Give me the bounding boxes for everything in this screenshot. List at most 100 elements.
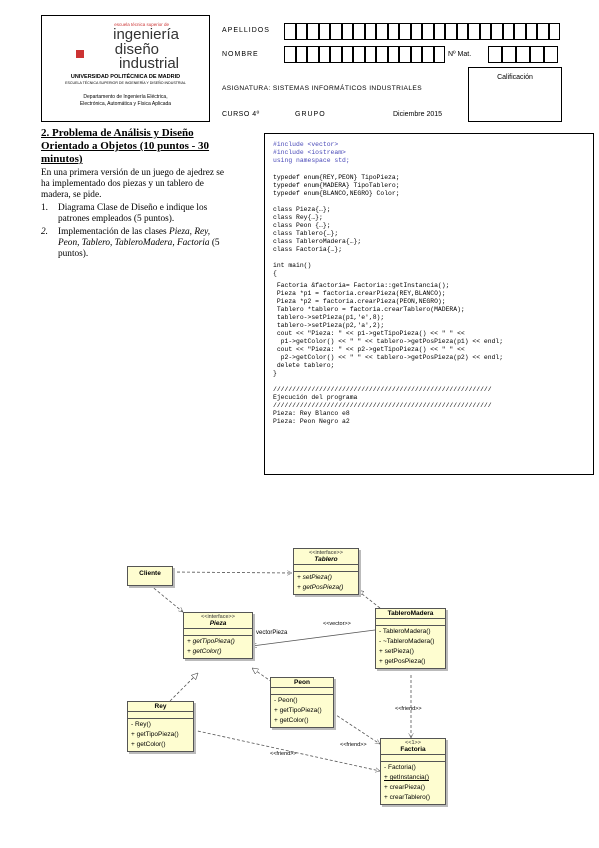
factoria-op: + crearTablero() (384, 794, 431, 801)
curso: CURSO 4º (222, 111, 260, 118)
school-name: ESCUELA TÉCNICA SUPERIOR DE INGENIERÍA Y… (65, 81, 186, 85)
code-line: Tablero *tablero = factoria.crearTablero… (273, 306, 465, 313)
pieza-stereotype: <<interface>> (201, 614, 235, 620)
university-name: UNIVERSIDAD POLITÉCNICA DE MADRID (70, 74, 181, 80)
calificacion-box[interactable]: Calificación (468, 67, 562, 122)
code-line: class Rey{…}; (273, 214, 323, 221)
char-box[interactable] (410, 46, 422, 63)
item-2-number: 2. (41, 227, 48, 237)
char-box[interactable] (387, 23, 399, 40)
char-box[interactable] (376, 23, 388, 40)
char-box[interactable] (422, 46, 434, 63)
problem-title-line-1: 2. Problema de Análisis y Diseño (41, 127, 194, 139)
char-box[interactable] (502, 23, 514, 40)
char-box[interactable] (318, 46, 330, 63)
code-line: #include <vector> (273, 141, 339, 148)
char-box[interactable] (516, 46, 530, 63)
item-2-line-2: Peon, Tablero, TableroMadera, Factoria (58, 238, 210, 248)
char-box[interactable] (284, 46, 296, 63)
tablero-op: + setPieza() (297, 574, 332, 581)
code-line: tablero->setPieza(p2,'a',2); (273, 322, 385, 329)
dep-cliente-tablero (171, 572, 292, 573)
code-line: p2->getColor() << " " << tablero->getPos… (273, 354, 504, 361)
dep-cliente-pieza (149, 584, 183, 612)
char-box[interactable] (468, 23, 480, 40)
uml-class-tablero: <<interface>> Tablero + setPieza() + get… (293, 548, 359, 595)
char-box[interactable] (330, 46, 342, 63)
tm-op: + setPieza() (379, 648, 414, 655)
char-box[interactable] (491, 23, 503, 40)
intro-line-1: En una primera versión de un juego de aj… (41, 168, 225, 178)
nombre-boxes[interactable] (284, 46, 445, 63)
item-2-line-1a: Implementación de las clases (58, 227, 170, 237)
char-box[interactable] (295, 23, 307, 40)
char-box[interactable] (399, 46, 411, 63)
char-box[interactable] (422, 23, 434, 40)
code-line: { (273, 270, 277, 277)
vector-label: <<vector>> (323, 621, 351, 627)
char-box[interactable] (295, 46, 307, 63)
nmat-boxes[interactable] (488, 46, 558, 63)
char-box[interactable] (488, 46, 502, 63)
char-box[interactable] (514, 23, 526, 40)
char-box[interactable] (502, 46, 516, 63)
char-box[interactable] (525, 23, 537, 40)
char-box[interactable] (387, 46, 399, 63)
char-box[interactable] (537, 23, 549, 40)
peon-op: - Peon() (274, 697, 298, 704)
department-line-2: Electrónica, Automática y Física Aplicad… (79, 101, 172, 107)
factoria-op: + crearPieza() (384, 784, 425, 791)
char-box[interactable] (353, 23, 365, 40)
char-box[interactable] (318, 23, 330, 40)
code-line: ////////////////////////////////////////… (273, 386, 492, 393)
item-1: 1. Diagrama Clase de Diseño e indique lo… (41, 203, 207, 225)
factoria-stereotype: <<1>> (405, 740, 421, 746)
char-box[interactable] (445, 23, 457, 40)
code-line: typedef enum{BLANCO,NEGRO} Color; (273, 190, 400, 197)
char-box[interactable] (410, 23, 422, 40)
char-box[interactable] (364, 23, 376, 40)
char-box[interactable] (399, 23, 411, 40)
char-box[interactable] (376, 46, 388, 63)
rey-op: + getTipoPieza() (131, 731, 179, 738)
item-1-line-2: patrones empleados (5 puntos). (58, 214, 175, 224)
char-box[interactable] (433, 46, 445, 63)
tablero-name: Tablero (314, 556, 338, 563)
uml-class-peon: Peon - Peon() + getTipoPieza() + getColo… (270, 677, 334, 728)
char-box[interactable] (341, 46, 353, 63)
tm-name: TableroMadera (387, 610, 434, 617)
code-line: delete tablero; (273, 362, 335, 369)
problem-title-line-2: Orientado a Objetos (10 puntos - 30 (41, 140, 210, 152)
char-box[interactable] (307, 23, 319, 40)
code-line: class Tablero{…}; (273, 230, 339, 237)
code-line: Ejecución del programa (273, 394, 358, 401)
asignatura: ASIGNATURA: SISTEMAS INFORMÁTICOS INDUST… (222, 85, 422, 92)
char-box[interactable] (341, 23, 353, 40)
uml-class-pieza: <<interface>> Pieza + getTipoPieza() + g… (183, 612, 253, 659)
char-box[interactable] (544, 46, 558, 63)
char-box[interactable] (530, 46, 544, 63)
char-box[interactable] (548, 23, 560, 40)
code-line: ////////////////////////////////////////… (273, 402, 492, 409)
char-box[interactable] (284, 23, 296, 40)
char-box[interactable] (364, 46, 376, 63)
friend-peon-factoria (332, 712, 380, 745)
char-box[interactable] (330, 23, 342, 40)
char-box[interactable] (479, 23, 491, 40)
char-box[interactable] (433, 23, 445, 40)
apellidos-boxes[interactable] (284, 23, 560, 40)
peon-op: + getColor() (274, 717, 309, 724)
nombre-label: NOMBRE (222, 51, 259, 58)
code-line: Factoria &factoria= Factoria::getInstanc… (273, 282, 450, 289)
char-box[interactable] (307, 46, 319, 63)
pieza-name: Pieza (209, 620, 227, 627)
char-box[interactable] (353, 46, 365, 63)
uml-class-tableromadera: TableroMadera - TableroMadera() - ~Table… (375, 608, 446, 669)
uml-class-factoria: <<1>> Factoria - Factoria() + getInstanc… (380, 738, 446, 805)
char-box[interactable] (456, 23, 468, 40)
problem-title-line-3: minutos) (41, 153, 83, 165)
peon-name: Peon (294, 679, 310, 686)
intro-line-2: ha implementado dos piezas y un tablero … (41, 179, 204, 189)
logo-line-1: ingeniería (113, 26, 179, 43)
